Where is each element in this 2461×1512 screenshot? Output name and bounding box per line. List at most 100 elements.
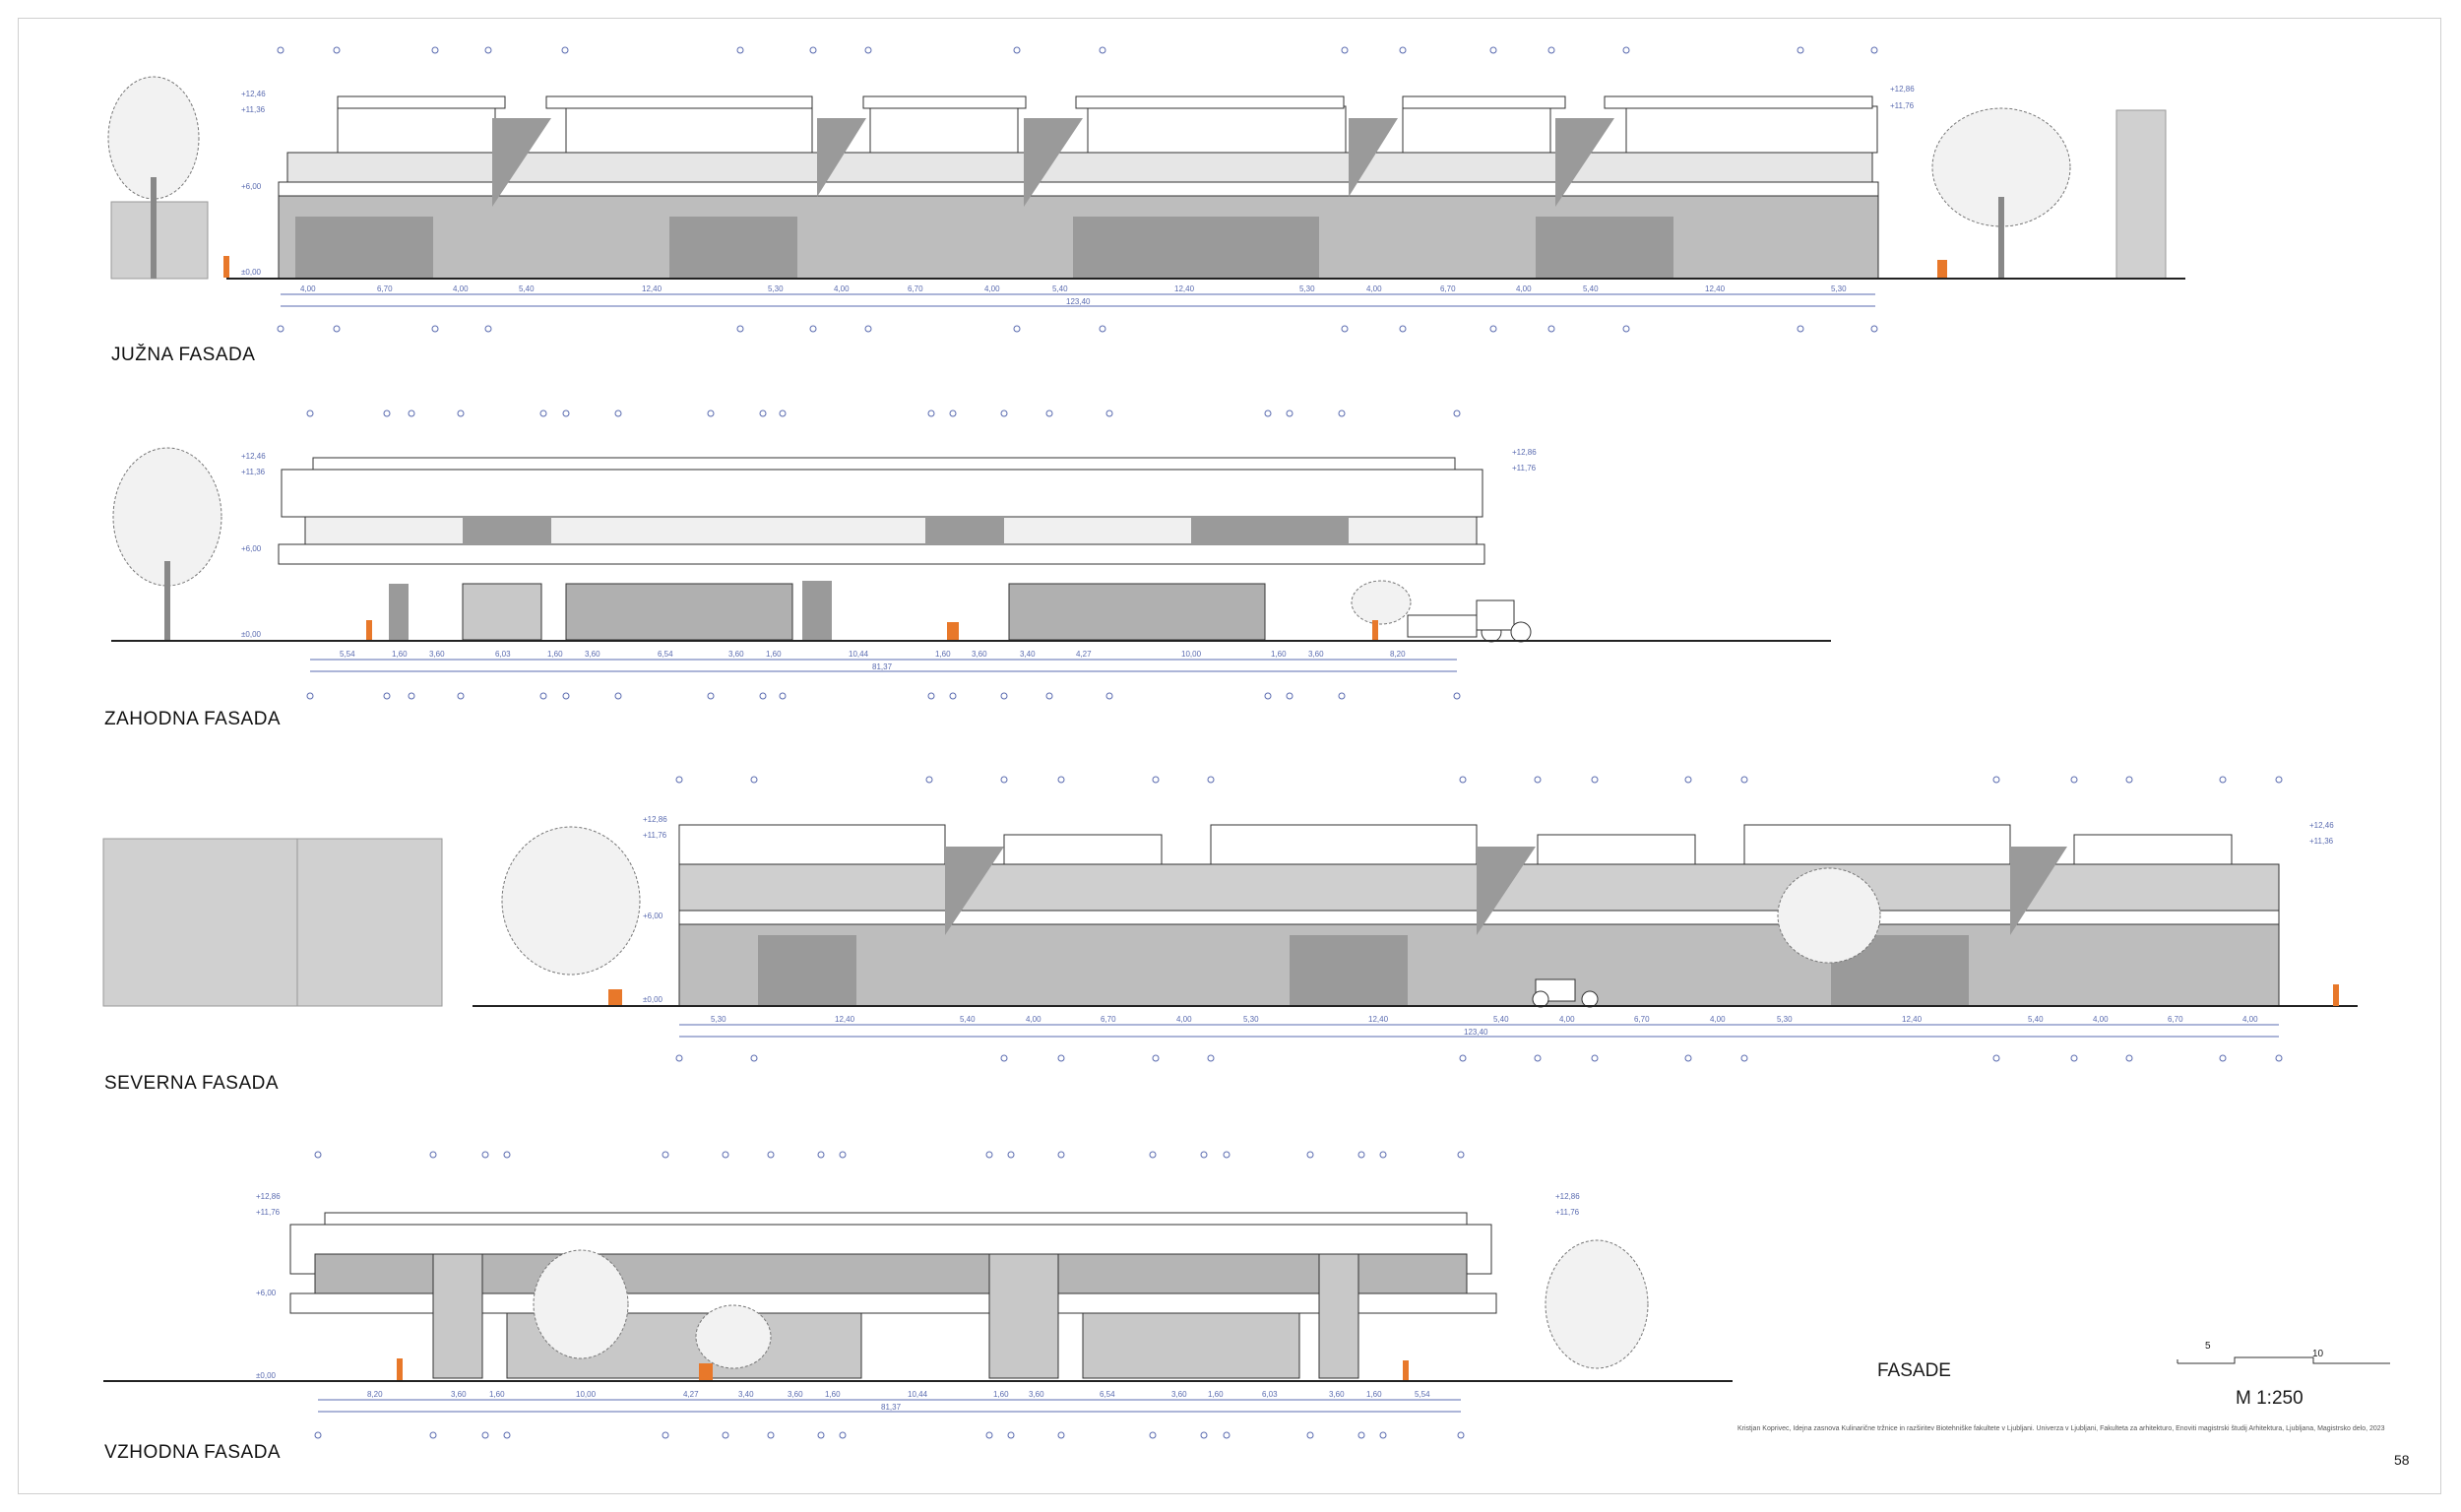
east-building bbox=[289, 1212, 1497, 1379]
facade-title: ZAHODNA FASADA bbox=[104, 709, 282, 729]
tree-canopy bbox=[112, 447, 222, 587]
dim-value: 4,00 bbox=[453, 284, 469, 293]
dim-value: 3,60 bbox=[1308, 650, 1324, 659]
level-mark: +11,36 bbox=[241, 468, 266, 476]
tractor bbox=[1407, 614, 1478, 638]
west-grid-markers-bottom bbox=[306, 692, 1461, 700]
north-building bbox=[678, 824, 2280, 1007]
dim-value: 4,00 bbox=[1366, 284, 1382, 293]
level-mark: +11,76 bbox=[1512, 464, 1537, 472]
dim-value: 10,44 bbox=[849, 650, 869, 659]
dim-value: 5,40 bbox=[1583, 284, 1599, 293]
facade-title: JUŽNA FASADA bbox=[111, 345, 256, 365]
level-mark: ±0,00 bbox=[241, 630, 262, 639]
dim-value: 12,40 bbox=[1705, 284, 1726, 293]
dim-value: 12,40 bbox=[1174, 284, 1195, 293]
level-mark: +6,00 bbox=[643, 912, 663, 920]
tractor-wheel bbox=[1581, 990, 1599, 1008]
dim-value: 6,70 bbox=[377, 284, 393, 293]
dim-total: 81,37 bbox=[872, 662, 893, 671]
dim-value: 3,60 bbox=[451, 1390, 467, 1399]
dim-value: 5,30 bbox=[768, 284, 784, 293]
level-mark: +11,76 bbox=[643, 831, 667, 840]
dim-total: 123,40 bbox=[1066, 297, 1091, 306]
west-level-markers: +12,46 +11,36 +6,00 ±0,00 +12,86 +11,76 bbox=[241, 448, 1537, 639]
dim-value: 10,00 bbox=[576, 1390, 597, 1399]
dim-value: 6,54 bbox=[658, 650, 673, 659]
south-grid-markers-top bbox=[277, 46, 1878, 54]
dim-value: 5,40 bbox=[1493, 1015, 1509, 1024]
dim-value: 6,70 bbox=[2168, 1015, 2183, 1024]
dim-value: 1,60 bbox=[993, 1390, 1009, 1399]
dim-value: 4,27 bbox=[683, 1390, 699, 1399]
tree-canopy bbox=[501, 826, 641, 976]
east-grid-markers-top bbox=[314, 1151, 1465, 1159]
dim-value: 5,40 bbox=[960, 1015, 976, 1024]
tree-canopy bbox=[533, 1249, 629, 1359]
level-mark: +11,36 bbox=[241, 105, 266, 114]
dim-value: 3,60 bbox=[728, 650, 744, 659]
east-dimension-values: 8,20 3,60 1,60 10,00 4,27 3,40 3,60 1,60… bbox=[367, 1390, 1430, 1412]
person-figure bbox=[397, 1358, 403, 1380]
dim-value: 3,60 bbox=[788, 1390, 803, 1399]
dim-value: 10,00 bbox=[1181, 650, 1202, 659]
dim-value: 3,40 bbox=[1020, 650, 1036, 659]
dim-value: 8,20 bbox=[1390, 650, 1406, 659]
dim-value: 6,03 bbox=[1262, 1390, 1278, 1399]
neighbour-wall bbox=[110, 201, 209, 280]
tractor-cab bbox=[1476, 599, 1515, 631]
cyclist-figure bbox=[608, 989, 622, 1005]
facade-title: SEVERNA FASADA bbox=[104, 1073, 280, 1094]
north-level-markers: +12,86 +11,76 +6,00 ±0,00 +12,46 +11,36 bbox=[643, 815, 2334, 1004]
tree-canopy bbox=[1351, 580, 1412, 625]
dim-value: 1,60 bbox=[1271, 650, 1287, 659]
level-mark: +12,86 bbox=[1890, 85, 1915, 94]
dim-value: 6,70 bbox=[1101, 1015, 1116, 1024]
dim-value: 4,00 bbox=[834, 284, 850, 293]
person-figure bbox=[366, 620, 372, 640]
dim-value: 3,60 bbox=[1171, 1390, 1187, 1399]
north-grid-markers-top bbox=[675, 776, 2283, 784]
dim-value: 5,54 bbox=[1415, 1390, 1430, 1399]
level-mark: +11,36 bbox=[2309, 837, 2334, 846]
dim-value: 5,30 bbox=[1299, 284, 1315, 293]
level-mark: ±0,00 bbox=[241, 268, 262, 277]
level-mark: +11,76 bbox=[1555, 1208, 1580, 1217]
dim-value: 3,60 bbox=[585, 650, 600, 659]
south-facade-drawing: +12,46 +11,36 +6,00 ±0,00 +12,86 +11,76 … bbox=[107, 46, 2185, 333]
level-mark: +11,76 bbox=[1890, 101, 1915, 110]
scale-label: M 1:250 bbox=[2236, 1388, 2303, 1409]
person-figure bbox=[223, 256, 229, 278]
dim-value: 5,40 bbox=[519, 284, 535, 293]
tree-canopy bbox=[1545, 1239, 1649, 1369]
dim-value: 5,30 bbox=[711, 1015, 726, 1024]
dim-value: 6,70 bbox=[1634, 1015, 1650, 1024]
dim-value: 1,60 bbox=[392, 650, 408, 659]
level-mark: +12,46 bbox=[241, 452, 266, 461]
cyclist-figure bbox=[947, 622, 959, 640]
dim-value: 12,40 bbox=[835, 1015, 855, 1024]
facade-title: VZHODNA FASADA bbox=[104, 1442, 282, 1463]
dim-value: 1,60 bbox=[1208, 1390, 1224, 1399]
west-facade: +12,46 +11,36 +6,00 ±0,00 +12,86 +11,76 … bbox=[0, 374, 2461, 738]
dim-value: 12,40 bbox=[1902, 1015, 1923, 1024]
dim-total: 81,37 bbox=[881, 1403, 902, 1412]
dim-value: 6,70 bbox=[908, 284, 923, 293]
dim-value: 4,00 bbox=[1516, 284, 1532, 293]
south-facade: +12,46 +11,36 +6,00 ±0,00 +12,86 +11,76 … bbox=[0, 0, 2461, 374]
scale-bar-mid-label: 5 bbox=[2205, 1341, 2211, 1352]
dim-total: 123,40 bbox=[1464, 1028, 1488, 1037]
dim-value: 12,40 bbox=[642, 284, 663, 293]
west-building bbox=[278, 457, 1485, 641]
south-grid-markers-bottom bbox=[277, 325, 1878, 333]
dim-value: 1,60 bbox=[489, 1390, 505, 1399]
scale-bar bbox=[2177, 1356, 2390, 1364]
level-mark: +6,00 bbox=[256, 1289, 277, 1297]
dim-value: 4,00 bbox=[1026, 1015, 1041, 1024]
dim-value: 8,20 bbox=[367, 1390, 383, 1399]
level-mark: +12,46 bbox=[241, 90, 266, 98]
dim-value: 3,60 bbox=[1029, 1390, 1044, 1399]
tree-trunk bbox=[1998, 197, 2004, 279]
level-mark: +12,86 bbox=[256, 1192, 281, 1201]
cyclist-figure bbox=[699, 1363, 713, 1380]
